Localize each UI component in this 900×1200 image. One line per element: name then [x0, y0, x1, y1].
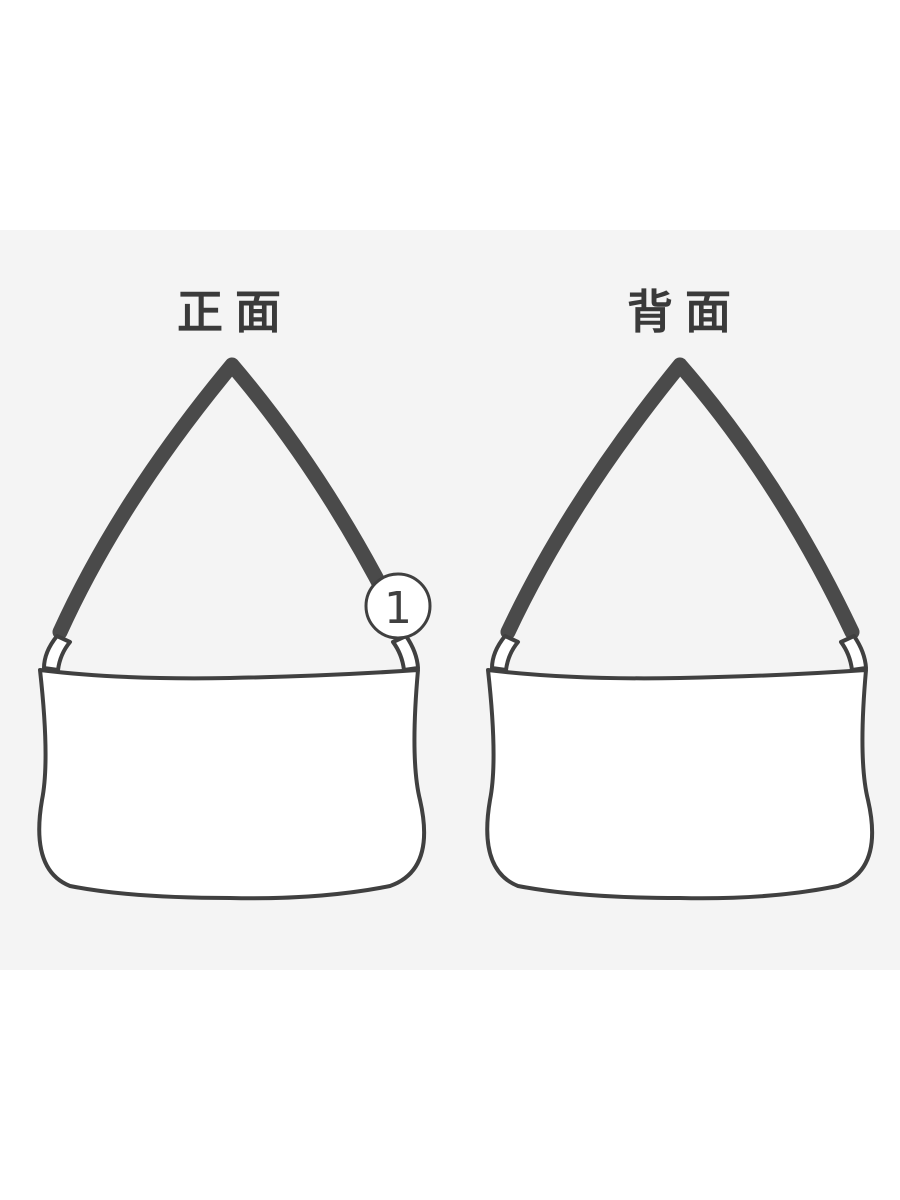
callout-number: 1	[384, 583, 412, 634]
back-view-label: 背面	[627, 285, 743, 339]
back-right-ring	[839, 634, 868, 672]
front-right-ring	[391, 634, 420, 672]
front-bag-body	[37, 668, 427, 901]
callout-circle	[364, 572, 432, 640]
front-view-label: 正面	[177, 285, 293, 339]
back-strap	[500, 357, 860, 640]
back-bag-body	[485, 668, 875, 901]
front-bag: 1	[37, 357, 432, 901]
front-strap	[52, 357, 412, 640]
back-bag	[485, 357, 875, 901]
front-left-ring	[42, 634, 72, 672]
back-left-ring	[490, 634, 520, 672]
